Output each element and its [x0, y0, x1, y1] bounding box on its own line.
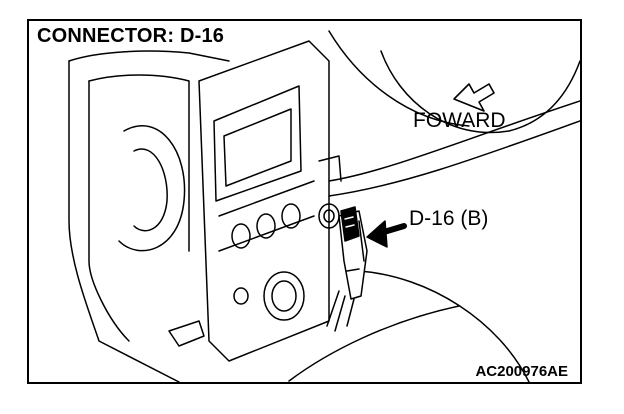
- forward-direction-label: FOWARD: [413, 109, 506, 132]
- connector-callout-label: D-16 (B): [409, 207, 489, 230]
- diagram-title: CONNECTOR: D-16: [37, 25, 225, 47]
- diagram-frame: CONNECTOR: D-16 FOWARD D-16 (B) AC200976…: [27, 19, 582, 384]
- dashboard-illustration: [68, 30, 580, 382]
- figure-code: AC200976AE: [475, 363, 568, 380]
